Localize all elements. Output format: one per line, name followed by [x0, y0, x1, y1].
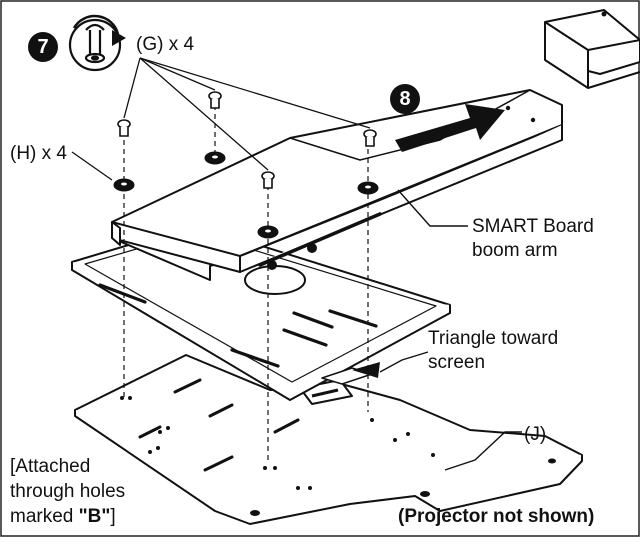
- step-8-badge: 8: [390, 84, 420, 114]
- screw-tighten-icon: [68, 18, 122, 72]
- washers-h: [113, 151, 379, 239]
- screws-g-label: (G) x 4: [136, 34, 195, 55]
- attached-note-prefix: marked: [10, 506, 79, 527]
- mounting-plate-j: [74, 354, 583, 525]
- attached-note-line3: marked "B"]: [10, 506, 116, 528]
- attached-note-suffix: ]: [110, 506, 116, 527]
- projector-note: (Projector not shown): [398, 506, 595, 527]
- plate-j-label: (J): [524, 424, 547, 445]
- boom-arm-end-bracket: [544, 9, 640, 89]
- screws-g: [117, 91, 377, 189]
- washers-h-label: (H) x 4: [10, 143, 67, 164]
- triangle-marker: [352, 362, 380, 378]
- push-arrow-icon: [395, 104, 505, 152]
- attached-note-line2: through holes: [10, 481, 126, 502]
- smart-board-boom-arm: [111, 89, 563, 281]
- boom-arm-label-line1: SMART Board: [472, 216, 594, 237]
- attached-note-b: "B": [78, 506, 111, 527]
- triangle-label-line1: Triangle toward: [428, 328, 559, 349]
- screw-leader-lines: [71, 57, 371, 181]
- rotate-clockwise-arrow-icon: [72, 14, 126, 46]
- label-leader-lines: [379, 189, 522, 471]
- attached-note-line1: [Attached: [10, 456, 91, 477]
- step-7-badge: 7: [28, 32, 58, 62]
- triangle-label-line2: screen: [428, 352, 486, 373]
- boom-arm-label-line2: boom arm: [472, 240, 558, 261]
